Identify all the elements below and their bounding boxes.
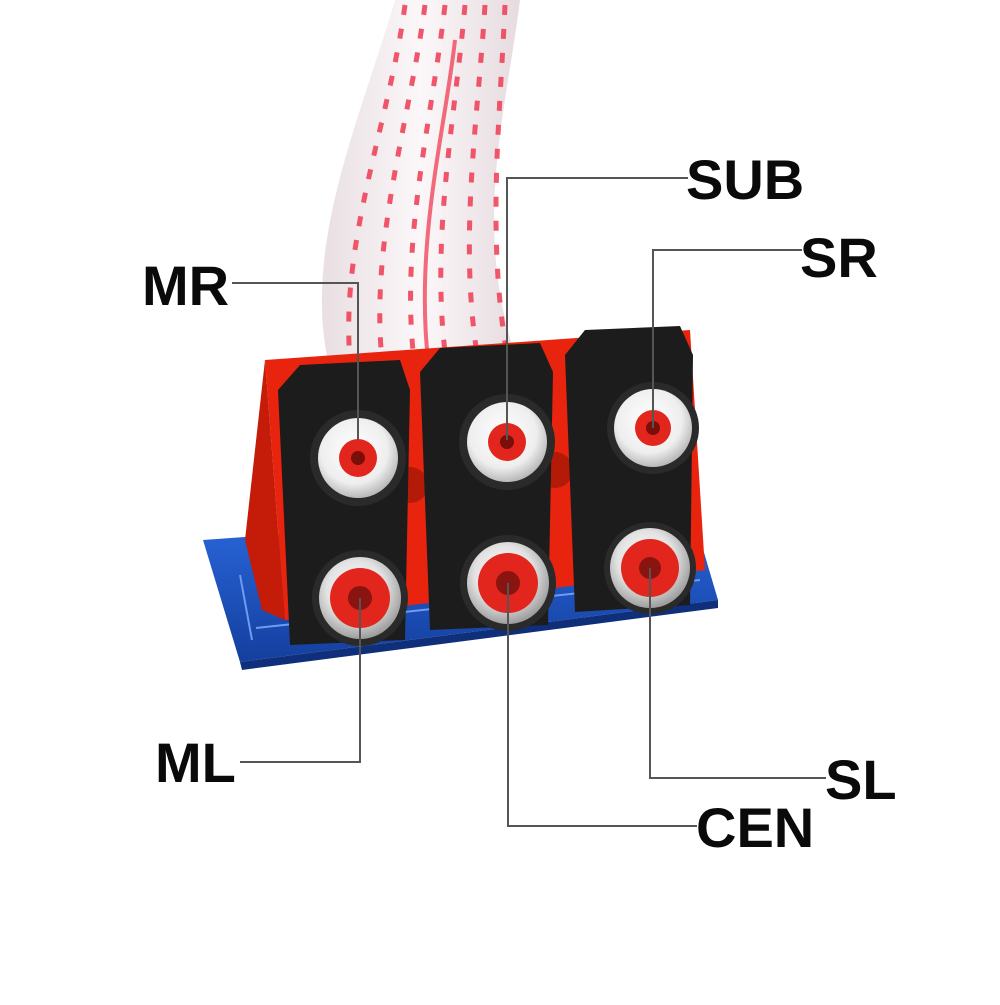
label-ml: ML [155,731,236,794]
label-sl: SL [825,748,897,811]
leader-ml [240,598,361,763]
label-sr: SR [800,226,878,289]
ribbon-cable [321,0,520,370]
leader-cen [507,583,697,827]
label-mr: MR [142,254,230,317]
label-cen: CEN [696,796,815,859]
leader-mr [232,282,359,440]
leader-sl [649,568,826,779]
jack-mr [310,410,406,506]
label-sub: SUB [686,148,805,211]
jack-sub [459,394,555,490]
leader-sub [506,177,688,440]
leader-sr [652,249,802,428]
leader-lines [232,177,826,827]
